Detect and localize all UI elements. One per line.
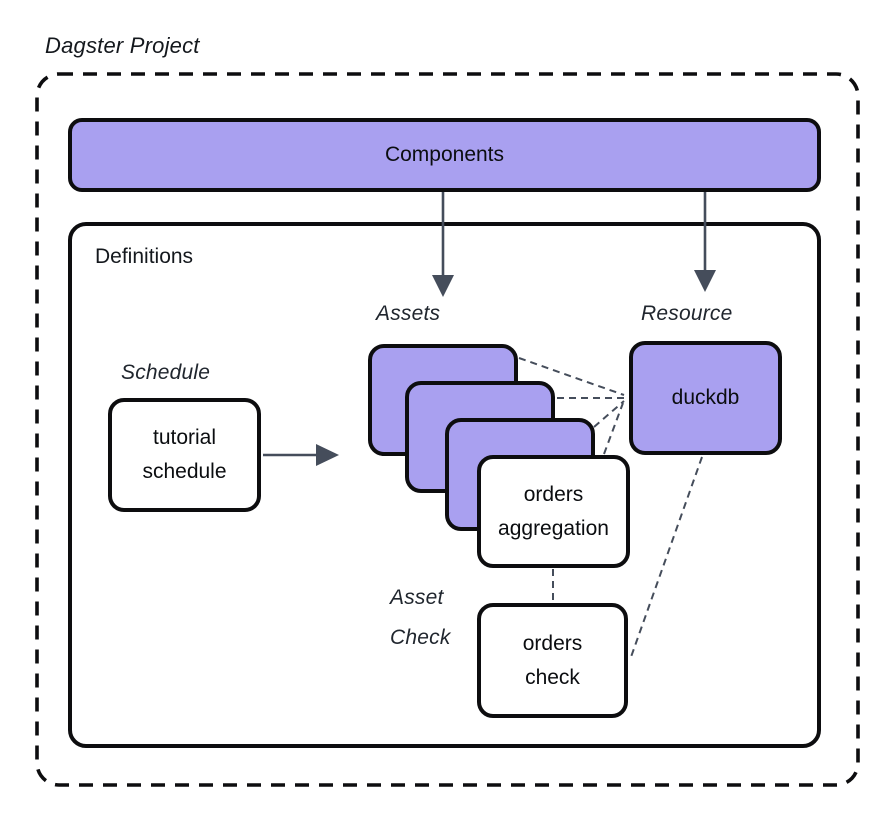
duckdb-label: duckdb	[671, 386, 740, 409]
asset-check-group-label: Asset Check	[390, 578, 451, 658]
orders-aggregation-line1: orders	[523, 482, 584, 506]
duckdb-resource-node: duckdb	[629, 341, 782, 455]
schedule-group-label: Schedule	[121, 361, 211, 384]
orders-check-node: orders check	[477, 603, 628, 718]
asset-check-label-line2: Check	[390, 626, 451, 649]
asset-check-label-line1: Asset	[390, 586, 444, 609]
orders-check-line1: orders	[522, 631, 583, 655]
tutorial-schedule-line2: schedule	[142, 460, 227, 483]
definitions-label: Definitions	[95, 245, 194, 268]
tutorial-schedule-line1: tutorial	[152, 426, 217, 449]
components-label: Components	[384, 143, 505, 166]
orders-check-line2: check	[525, 665, 580, 689]
orders-aggregation-line2: aggregation	[498, 516, 609, 540]
resource-group-label: Resource	[641, 302, 733, 325]
diagram-title: Dagster Project	[45, 33, 200, 58]
orders-aggregation-node: orders aggregation	[477, 455, 630, 568]
components-bar: Components	[68, 118, 821, 192]
tutorial-schedule-node: tutorial schedule	[108, 398, 261, 512]
assets-group-label: Assets	[376, 302, 441, 325]
